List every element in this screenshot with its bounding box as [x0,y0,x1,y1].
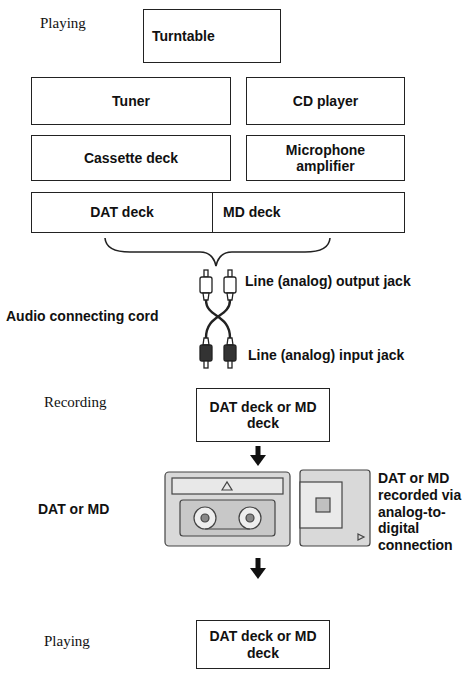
caption-label: Line (analog) output jack [245,273,465,290]
brace [105,238,330,266]
device-box: Microphone amplifier [246,135,405,181]
down-arrow [256,558,261,569]
device-name: Microphone amplifier [255,142,396,174]
device-name: DAT deck or MD deck [205,628,321,660]
down-arrow [256,446,261,456]
down-arrow [250,455,266,466]
caption-label: Line (analog) input jack [248,347,466,364]
caption-label: Recording [44,393,184,411]
caption-label: DAT or MD recorded via analog-to-digital… [378,470,468,554]
device-name: DAT deck or MD deck [205,399,321,431]
md-disc [300,470,370,546]
device-box: DAT deck [31,192,213,233]
audio-cord [200,270,236,368]
device-name: Tuner [40,93,222,109]
caption-label: Audio connecting cord [6,308,196,325]
device-name: CD player [255,93,396,109]
device-name: Turntable [152,28,272,44]
device-box: Tuner [31,77,231,125]
device-box: MD deck [212,192,405,233]
device-box: DAT deck or MD deck [196,620,330,669]
caption-label: DAT or MD [38,501,158,518]
device-box: Cassette deck [31,135,231,181]
dat-cassette [165,472,290,546]
device-box: DAT deck or MD deck [196,388,330,442]
device-box: Turntable [143,9,281,63]
device-box: CD player [246,77,405,125]
device-name: Cassette deck [40,150,222,166]
device-name: MD deck [223,204,394,220]
caption-label: Playing [40,14,140,32]
device-name: DAT deck [40,204,204,220]
caption-label: Playing [44,632,184,650]
down-arrow [250,568,266,579]
